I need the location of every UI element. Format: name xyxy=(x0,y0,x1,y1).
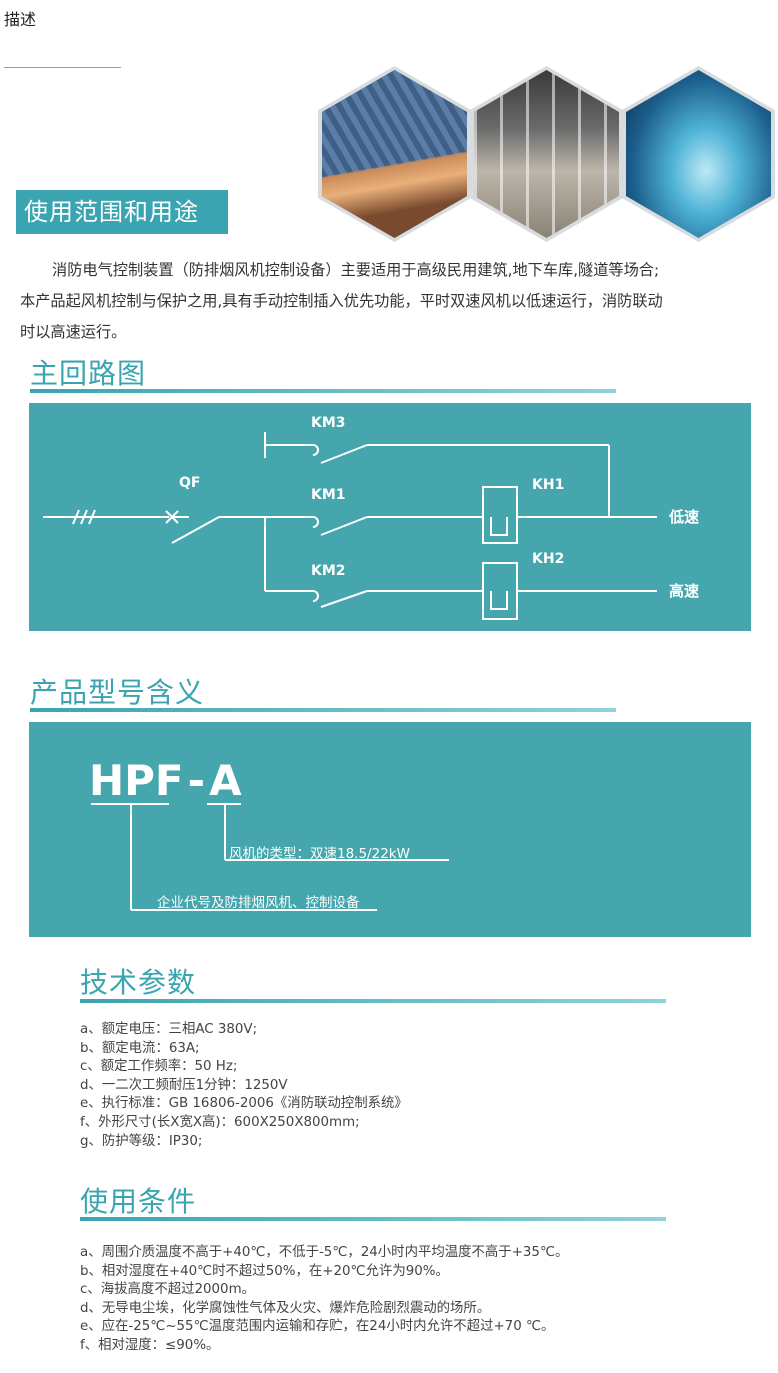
label-km2: KM2 xyxy=(311,563,346,579)
tech-param-item: b、额定电流：63A; xyxy=(80,1040,200,1056)
condition-item: b、相对湿度在+40℃时不超过50%，在+20℃允许为90%。 xyxy=(80,1263,449,1279)
label-qf: QF xyxy=(179,475,200,491)
model-code-dash: - xyxy=(187,756,206,805)
condition-item: a、周围介质温度不高于+40℃，不低于-5℃，24小时内平均温度不高于+35℃。 xyxy=(80,1245,569,1260)
tab-description[interactable]: 描述 xyxy=(4,10,37,29)
scope-line: 本产品起风机控制与保护之用,具有手动控制插入优先功能，平时双速风机以低速运行，消… xyxy=(20,292,663,310)
label-high-speed: 高速 xyxy=(669,582,699,600)
tech-param-item: a、额定电压：三相AC 380V; xyxy=(80,1022,258,1037)
conditions-list: a、周围介质温度不高于+40℃，不低于-5℃，24小时内平均温度不高于+35℃。… xyxy=(80,1244,568,1356)
condition-item: d、无导电尘埃，化学腐蚀性气体及火灾、爆炸危险剧烈震动的场所。 xyxy=(80,1300,491,1316)
tech-title-bar xyxy=(80,999,666,1003)
model-title: 产品型号含义 xyxy=(30,676,205,709)
model-prefix-meaning: 企业代号及防排烟风机、控制设备 xyxy=(157,895,360,911)
model-code-prefix: HPF xyxy=(89,756,184,805)
scope-line: 时以高速运行。 xyxy=(20,323,127,341)
label-km1: KM1 xyxy=(311,487,346,503)
model-code-panel: HPF-A 风机的类型：双速18.5/22kW 企业代号及防排烟风机、控制设备 xyxy=(29,722,751,937)
model-code-suffix: A xyxy=(209,756,242,805)
condition-item: f、相对湿度：≤90%。 xyxy=(80,1337,220,1353)
label-kh2: KH2 xyxy=(532,551,564,567)
label-low-speed: 低速 xyxy=(668,508,699,526)
tech-param-item: e、执行标准：GB 16806-2006《消防联动控制系统》 xyxy=(80,1096,408,1112)
condition-item: e、应在-25℃~55℃温度范围内运输和存贮，在24小时内允许不超过+70 ℃。 xyxy=(80,1319,555,1335)
scope-title: 使用范围和用途 xyxy=(16,190,228,234)
circuit-diagram: KM3 QF KM1 KM2 KH1 KH2 低速 高速 xyxy=(29,403,751,631)
scope-line: 消防电气控制装置（防排烟风机控制设备）主要适用于高级民用建筑,地下车库,隧道等场… xyxy=(52,261,660,279)
tunnel-photo xyxy=(622,66,775,242)
conditions-title: 使用条件 xyxy=(80,1185,197,1218)
building-photo xyxy=(318,66,471,242)
model-title-bar xyxy=(30,708,616,712)
tech-params-list: a、额定电压：三相AC 380V; b、额定电流：63A; c、额定工作频率：5… xyxy=(80,1021,408,1151)
label-km3: KM3 xyxy=(311,415,346,431)
circuit-title: 主回路图 xyxy=(30,357,147,390)
tech-param-item: d、一二次工频耐压1分钟：1250V xyxy=(80,1077,288,1093)
tech-param-item: g、防护等级：IP30; xyxy=(80,1133,203,1149)
condition-item: c、海拔高度不超过2000m。 xyxy=(80,1282,255,1298)
label-kh1: KH1 xyxy=(532,477,564,493)
circuit-title-bar xyxy=(30,389,616,393)
tech-title: 技术参数 xyxy=(80,966,197,999)
tab-underline xyxy=(4,67,121,68)
circuit-svg: KM3 QF KM1 KM2 KH1 KH2 低速 高速 xyxy=(43,415,699,620)
model-code-lines xyxy=(91,803,449,911)
tech-param-item: f、外形尺寸(长X宽X高)：600X250X800mm; xyxy=(80,1114,360,1130)
scope-description: 消防电气控制装置（防排烟风机控制设备）主要适用于高级民用建筑,地下车库,隧道等场… xyxy=(20,255,760,348)
conditions-title-bar xyxy=(80,1217,666,1221)
model-suffix-meaning: 风机的类型：双速18.5/22kW xyxy=(229,846,410,862)
parking-garage-photo xyxy=(470,66,623,242)
tech-param-item: c、额定工作频率：50 Hz; xyxy=(80,1059,238,1075)
